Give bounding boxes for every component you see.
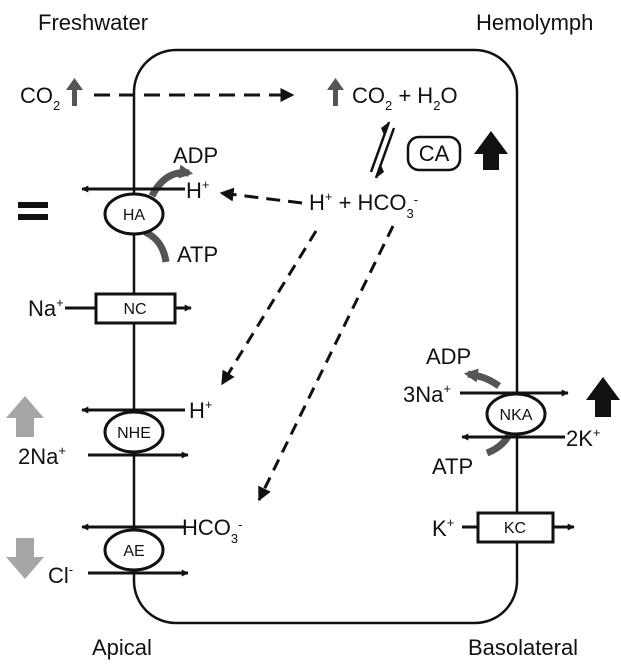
nhe-oval [103, 410, 165, 454]
nka-up-arrow-icon [586, 377, 620, 417]
ae-down-arrow-icon [6, 538, 44, 579]
h-to-ha-dashed-arrow [219, 187, 303, 205]
cell-membrane [132, 48, 519, 625]
ha-label: HA [123, 207, 146, 224]
nka-label: NKA [500, 407, 533, 424]
nka-adp-label: ADP [426, 344, 471, 369]
ha-oval [103, 192, 165, 236]
nka-adp-curve [463, 368, 502, 389]
ha-atp-curve [143, 228, 170, 263]
nhe-h-label: H+ [189, 397, 212, 423]
kc-label: KC [504, 520, 526, 537]
kc-k-label: K+ [432, 515, 454, 541]
co2-outside-up-arrow-icon [66, 78, 83, 106]
ae-cl-label: Cl- [48, 562, 73, 588]
nka-oval [485, 392, 547, 436]
ae-label: AE [123, 543, 144, 560]
kc-box [476, 511, 555, 544]
freshwater-label: Freshwater [38, 10, 148, 35]
ha-transporter: HA [81, 164, 194, 263]
co2-outside-label: CO2 [20, 83, 60, 113]
apical-label: Apical [92, 635, 152, 660]
co2-inside-up-arrow-icon [327, 78, 344, 106]
ha-adp-curve [148, 164, 194, 198]
basolateral-label: Basolateral [468, 635, 578, 660]
nka-3na-label: 3Na+ [403, 381, 451, 407]
equilibrium-arrows-icon [369, 121, 396, 179]
ha-equal-icon [18, 202, 48, 220]
nc-label: NC [123, 301, 146, 318]
nhe-2na-label: 2Na+ [18, 443, 66, 469]
ca-up-arrow-icon [474, 131, 508, 170]
hco3-to-ae-dashed-arrow [257, 225, 395, 502]
ae-hco3-label: HCO3- [182, 515, 242, 546]
nhe-transporter: NHE [81, 406, 189, 459]
nka-transporter: NKA [460, 368, 569, 457]
ae-transporter: AE [81, 523, 189, 577]
nka-atp-label: ATP [432, 454, 473, 479]
h-to-nhe-dashed-arrow [220, 230, 318, 386]
carbonic-anhydrase-box [406, 135, 462, 172]
nhe-label: NHE [117, 425, 151, 442]
nc-transporter: NC [65, 292, 192, 325]
nhe-up-arrow-icon [6, 396, 44, 437]
ha-adp-label: ADP [173, 143, 218, 168]
ha-h-label: H+ [186, 177, 209, 203]
nc-na-label: Na+ [28, 295, 64, 321]
ha-atp-label: ATP [177, 242, 218, 267]
h-hco3-label: H+ + HCO3- [309, 189, 418, 221]
ae-oval [103, 528, 165, 572]
nc-box [94, 292, 177, 325]
kc-transporter: KC [462, 511, 575, 544]
co2-h2o-label: CO2 + H2O [352, 83, 458, 113]
hemolymph-label: Hemolymph [476, 10, 593, 35]
carbonic-anhydrase-label: CA [419, 141, 450, 166]
nka-2k-label: 2K+ [566, 425, 601, 451]
